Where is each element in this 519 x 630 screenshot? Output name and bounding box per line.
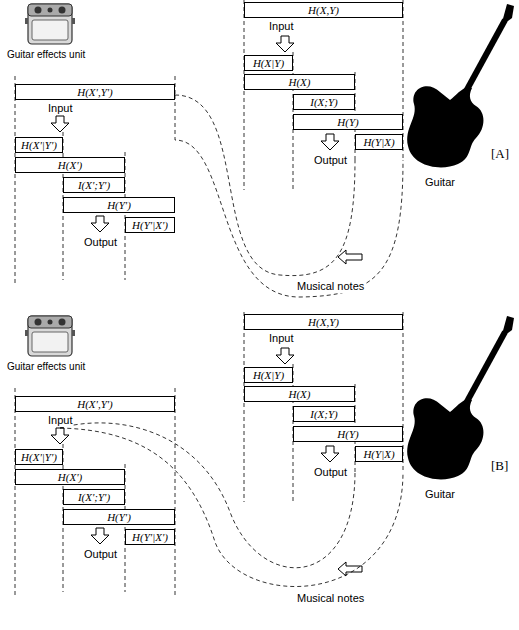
entropy-term: H(Y) [337, 115, 358, 129]
annotation-label: Musical notes [296, 280, 365, 293]
annotation-label: [B] [490, 458, 509, 473]
annotation-label: Musical notes [296, 592, 365, 605]
entropy-term: H(Y|X) [363, 447, 394, 461]
annotation-label: Output [83, 236, 118, 249]
entropy-term: H(Y') [107, 510, 131, 524]
entropy-bar: I(X';Y') [63, 489, 125, 505]
annotation-label: Output [313, 154, 348, 167]
entropy-bar: H(Y|X) [355, 446, 403, 462]
entropy-term: H(X') [58, 158, 82, 172]
entropy-bar: I(X;Y) [293, 406, 355, 422]
entropy-bar: H(Y') [63, 197, 175, 213]
annotation-label: Guitar effects unit [6, 49, 86, 61]
entropy-term: H(X|Y) [253, 368, 284, 382]
entropy-bar: H(Y') [63, 509, 175, 525]
entropy-bar: H(X'|Y') [15, 137, 63, 153]
entropy-term: H(Y'|X') [132, 530, 168, 544]
entropy-bar: H(X) [244, 74, 355, 90]
entropy-bar: I(X';Y') [63, 177, 125, 193]
entropy-bar: H(X') [15, 157, 125, 173]
entropy-bar: H(X,Y) [244, 2, 403, 18]
entropy-term: H(X|Y) [253, 56, 284, 70]
entropy-term: H(Y) [337, 427, 358, 441]
panel-a-art [15, 0, 514, 285]
entropy-bar: H(Y'|X') [125, 217, 175, 233]
entropy-bar: H(Y|X) [355, 134, 403, 150]
entropy-bar: H(Y) [293, 426, 403, 442]
entropy-term: I(X;Y) [310, 95, 338, 109]
annotation-label: Guitar [424, 176, 456, 189]
panel-b-art [15, 312, 514, 597]
sound-path-curves [175, 76, 403, 297]
entropy-bar: H(X',Y') [15, 396, 175, 412]
entropy-term: H(Y|X) [363, 135, 394, 149]
entropy-bar: H(X'|Y') [15, 449, 63, 465]
entropy-term: I(X';Y') [78, 178, 110, 192]
annotation-label: Input [47, 414, 73, 427]
entropy-term: H(X') [58, 470, 82, 484]
entropy-term: I(X;Y) [310, 407, 338, 421]
annotation-label: Output [313, 466, 348, 479]
entropy-bar: H(X',Y') [15, 84, 175, 100]
entropy-bar: H(X) [244, 386, 355, 402]
annotation-label: [A] [490, 146, 510, 161]
entropy-term: H(Y'|X') [132, 218, 168, 232]
entropy-term: H(X,Y) [308, 315, 339, 329]
entropy-term: H(X) [289, 75, 311, 89]
entropy-term: H(Y') [107, 198, 131, 212]
entropy-bar: H(Y) [293, 114, 403, 130]
entropy-term: H(X) [289, 387, 311, 401]
entropy-bar: H(X|Y) [244, 55, 293, 71]
entropy-term: I(X';Y') [78, 490, 110, 504]
entropy-bar: H(X,Y) [244, 314, 403, 330]
entropy-bar: H(Y'|X') [125, 529, 175, 545]
entropy-term: H(X'|Y') [21, 138, 57, 152]
entropy-term: H(X'|Y') [21, 450, 57, 464]
entropy-bar: I(X;Y) [293, 94, 355, 110]
entropy-term: H(X',Y') [77, 85, 113, 99]
entropy-bar: H(X|Y) [244, 367, 293, 383]
annotation-label: Output [83, 548, 118, 561]
annotation-label: Input [268, 332, 294, 345]
sound-path-curves [60, 388, 403, 597]
entropy-bar: H(X') [15, 469, 125, 485]
annotation-label: Guitar effects unit [6, 361, 86, 373]
entropy-term: H(X,Y) [308, 3, 339, 17]
annotation-label: Guitar [424, 488, 456, 501]
annotation-label: Input [47, 102, 73, 115]
entropy-term: H(X',Y') [77, 397, 113, 411]
annotation-label: Input [268, 20, 294, 33]
